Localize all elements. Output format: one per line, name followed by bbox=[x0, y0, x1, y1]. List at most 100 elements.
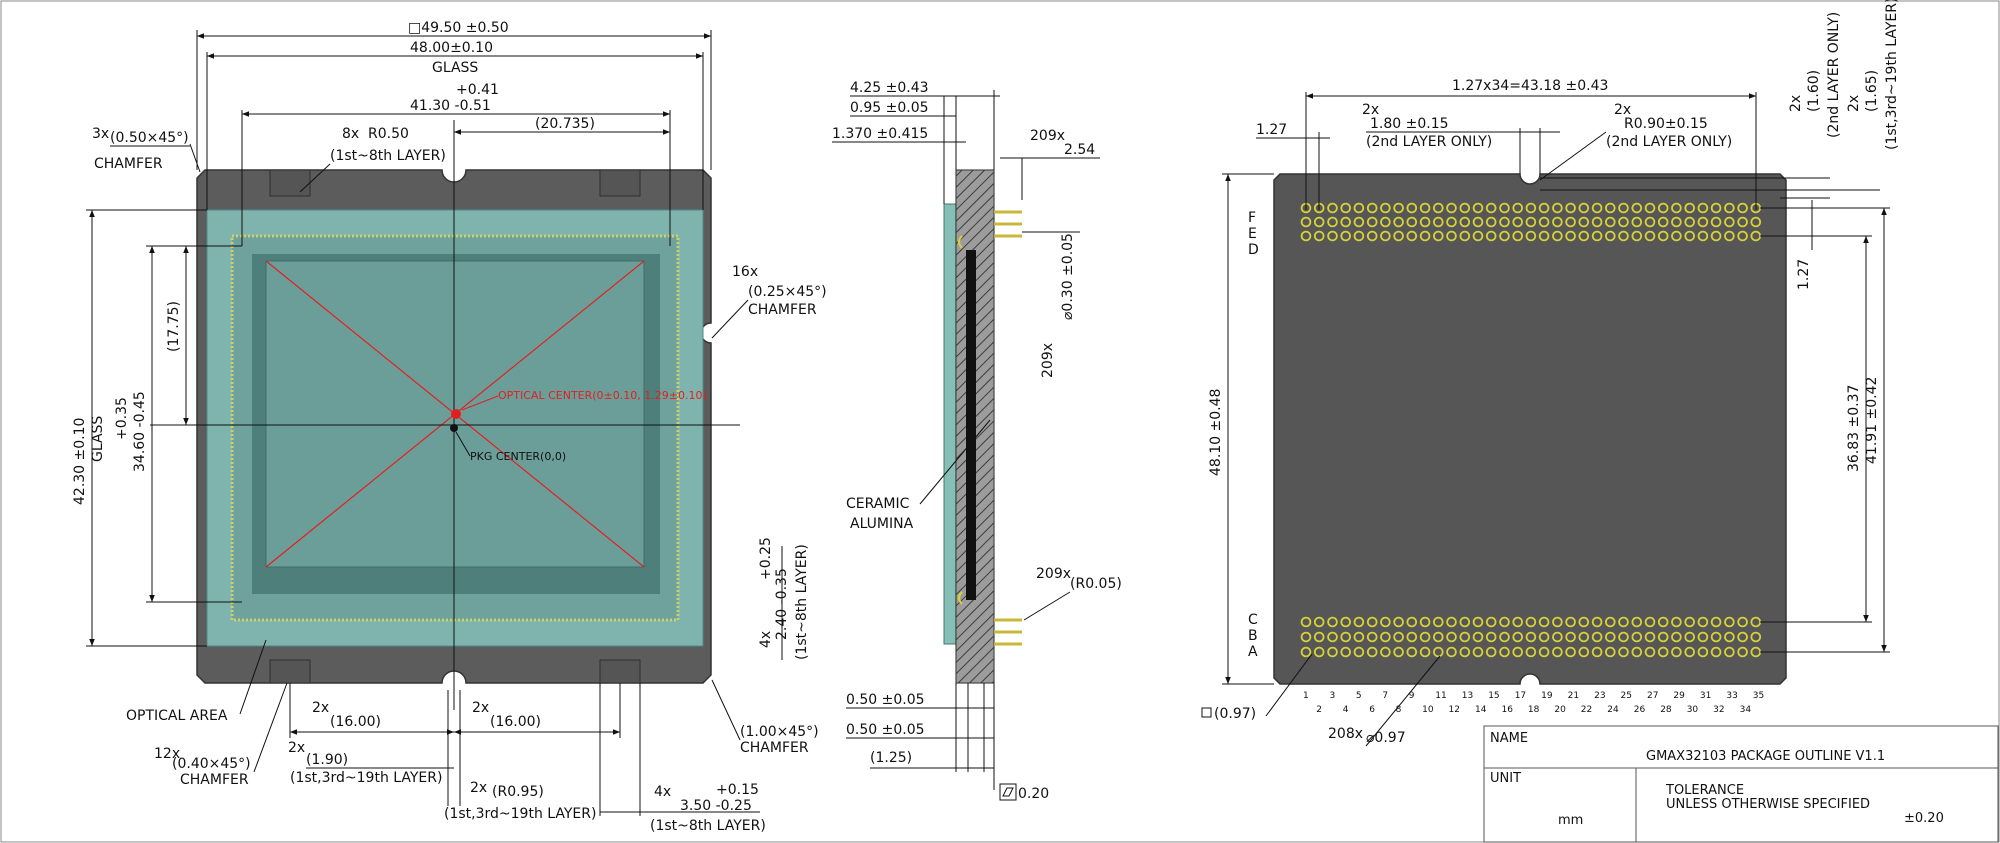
solder-ball bbox=[1300, 616, 1312, 628]
column-number: 26 bbox=[1634, 705, 1646, 715]
solder-ball bbox=[1565, 202, 1576, 214]
solder-ball bbox=[1406, 216, 1418, 228]
back-d180: 1.80 ±0.15 bbox=[1370, 116, 1449, 132]
solder-ball bbox=[1591, 216, 1603, 228]
back-square-leader bbox=[1265, 653, 1313, 717]
dim-glass-text: 48.00±0.10 bbox=[410, 40, 493, 56]
solder-ball bbox=[1618, 646, 1629, 658]
column-number: 12 bbox=[1449, 705, 1460, 715]
solder-ball bbox=[1631, 230, 1643, 242]
solder-ball bbox=[1380, 216, 1391, 228]
solder-ball bbox=[1327, 230, 1338, 242]
solder-ball bbox=[1433, 646, 1444, 658]
radius-8x-layer: (1st~8th LAYER) bbox=[330, 148, 446, 164]
dim-34-tol: +0.35 bbox=[114, 397, 130, 440]
solder-ball bbox=[1313, 616, 1325, 628]
dim-pad-tol: +0.25 bbox=[758, 537, 774, 580]
radius-8x-leader bbox=[299, 163, 331, 193]
solder-ball bbox=[1340, 646, 1351, 658]
solder-ball bbox=[1605, 202, 1616, 214]
solder-ball bbox=[1525, 216, 1537, 228]
solder-ball bbox=[1591, 631, 1603, 643]
column-number: 9 bbox=[1409, 691, 1415, 701]
solder-ball bbox=[1671, 230, 1682, 242]
optical-area-label: OPTICAL AREA bbox=[126, 708, 228, 724]
dim-42-word: GLASS bbox=[90, 416, 106, 462]
back-r090-leader bbox=[1539, 131, 1607, 181]
chamfer-12x-word: CHAMFER bbox=[180, 772, 249, 788]
bottom-right-tab bbox=[599, 659, 641, 684]
column-number: 8 bbox=[1396, 705, 1402, 715]
solder-ball bbox=[1565, 631, 1576, 643]
row-label-b: B bbox=[1248, 628, 1258, 644]
solder-ball bbox=[1313, 216, 1325, 228]
row-label-e: E bbox=[1248, 226, 1257, 242]
column-number: 4 bbox=[1343, 705, 1349, 715]
solder-ball bbox=[1737, 230, 1748, 242]
solder-ball bbox=[1446, 202, 1457, 214]
chamfer-12x-size: (0.40×45°) bbox=[172, 756, 251, 772]
column-number: 33 bbox=[1726, 691, 1737, 701]
solder-ball bbox=[1538, 646, 1550, 658]
column-number: 30 bbox=[1687, 705, 1699, 715]
solder-ball bbox=[1737, 631, 1748, 643]
solder-ball bbox=[1446, 616, 1457, 628]
column-number: 11 bbox=[1435, 691, 1446, 701]
side-d125: (1.25) bbox=[870, 750, 912, 766]
solder-ball bbox=[1433, 216, 1444, 228]
side-wirebond-top bbox=[958, 235, 963, 249]
side-ceramic-leader bbox=[919, 419, 991, 505]
chamfer-3x-size: (0.50×45°) bbox=[110, 130, 189, 146]
side-ceramic: CERAMIC bbox=[846, 496, 910, 512]
row-label-f: F bbox=[1248, 210, 1256, 226]
solder-ball bbox=[1671, 202, 1682, 214]
solder-ball bbox=[1724, 202, 1735, 214]
front-view: OPTICAL CENTER(0±0.10, 1.29±0.10) PKG CE… bbox=[72, 20, 827, 834]
solder-ball bbox=[1340, 230, 1351, 242]
solder-ball bbox=[1393, 631, 1404, 643]
dim-r095-layer: (1st,3rd~19th LAYER) bbox=[444, 806, 596, 822]
solder-ball bbox=[1512, 202, 1523, 214]
solder-ball bbox=[1657, 230, 1669, 242]
solder-ball bbox=[1459, 216, 1471, 228]
solder-ball bbox=[1578, 646, 1590, 658]
solder-ball bbox=[1591, 230, 1603, 242]
solder-ball bbox=[1525, 631, 1537, 643]
solder-ball bbox=[1657, 202, 1669, 214]
title-name-value: GMAX32103 PACKAGE OUTLINE V1.1 bbox=[1646, 749, 1885, 764]
side-r005-leader bbox=[1023, 591, 1071, 621]
solder-ball bbox=[1499, 230, 1510, 242]
pkg-center-label: PKG CENTER(0,0) bbox=[470, 450, 566, 463]
square-symbol bbox=[1201, 707, 1212, 718]
solder-ball bbox=[1353, 230, 1365, 242]
solder-ball bbox=[1485, 631, 1497, 643]
column-number: 17 bbox=[1515, 691, 1526, 701]
solder-ball bbox=[1552, 646, 1563, 658]
column-number: 35 bbox=[1753, 691, 1764, 701]
solder-ball bbox=[1525, 230, 1537, 242]
solder-ball bbox=[1525, 202, 1537, 214]
solder-ball bbox=[1605, 230, 1616, 242]
chamfer-1x-leader bbox=[711, 679, 741, 741]
solder-ball bbox=[1419, 230, 1431, 242]
dim-outline-text: □49.50 ±0.50 bbox=[408, 20, 509, 36]
solder-ball bbox=[1684, 216, 1695, 228]
chamfer-16x-count: 16x bbox=[732, 264, 758, 280]
solder-ball bbox=[1565, 230, 1576, 242]
solder-ball bbox=[1485, 216, 1497, 228]
solder-ball bbox=[1644, 230, 1656, 242]
solder-ball bbox=[1512, 230, 1523, 242]
solder-ball bbox=[1459, 631, 1471, 643]
solder-ball bbox=[1512, 216, 1523, 228]
side-d425: 4.25 ±0.43 bbox=[850, 80, 929, 96]
solder-ball bbox=[1380, 616, 1391, 628]
solder-ball bbox=[1353, 216, 1365, 228]
solder-ball bbox=[1366, 230, 1378, 242]
chamfer-1x-word: CHAMFER bbox=[740, 740, 809, 756]
chamfer-3x-leader bbox=[189, 143, 201, 173]
solder-ball bbox=[1697, 230, 1709, 242]
solder-ball bbox=[1552, 631, 1563, 643]
solder-ball bbox=[1671, 616, 1682, 628]
solder-ball bbox=[1485, 230, 1497, 242]
